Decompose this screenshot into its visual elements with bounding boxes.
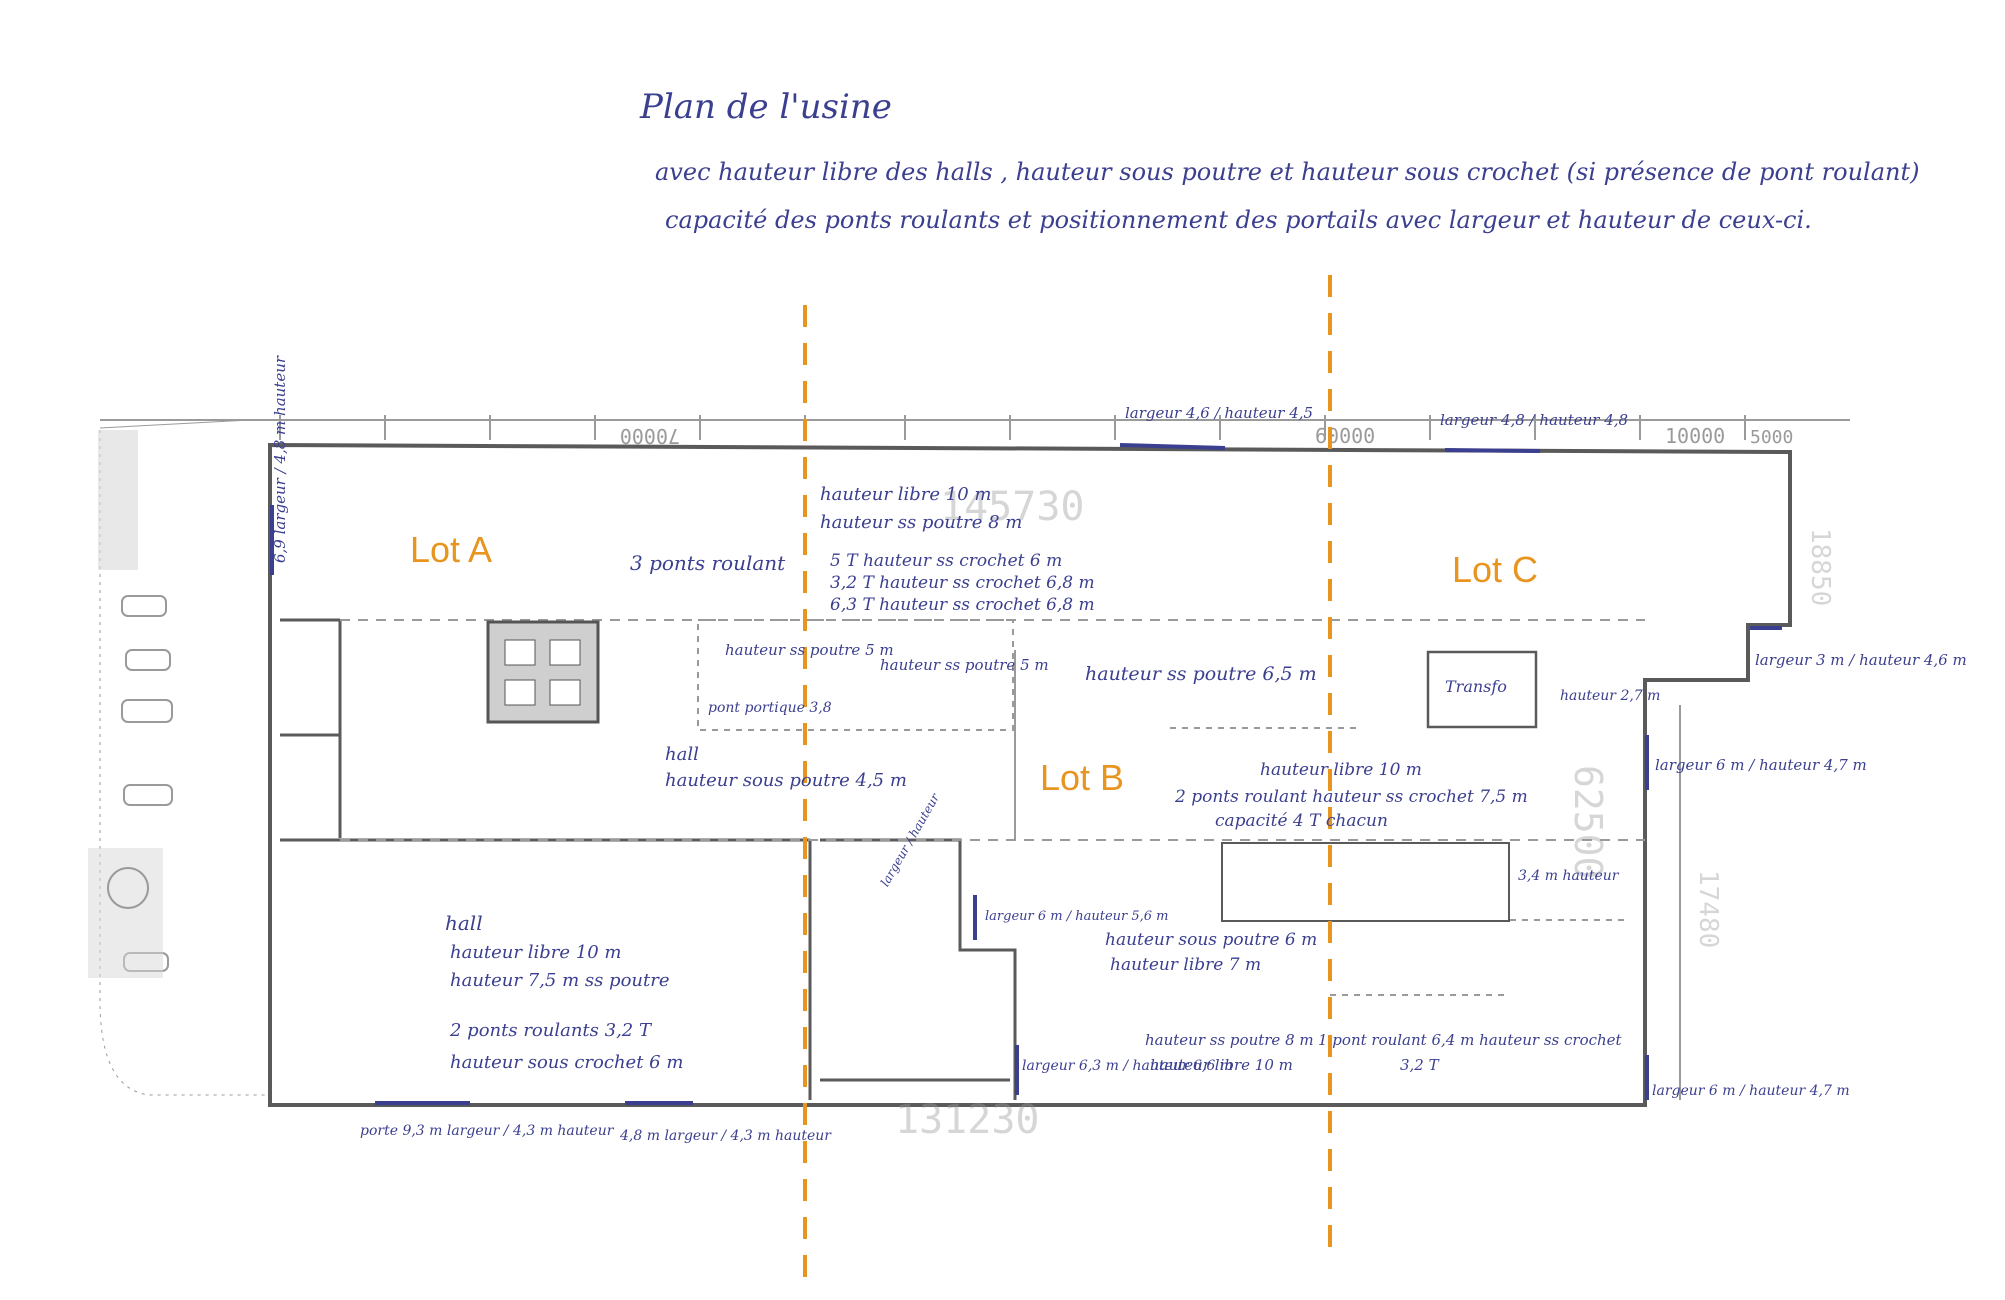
note-hall-low-2: hauteur libre 10 m	[450, 942, 621, 963]
note-hall-a-1: hall	[665, 744, 699, 765]
tree-strip	[98, 430, 138, 570]
note-gate-right-low: largeur 6 m / hauteur 4,7 m	[1652, 1083, 1850, 1099]
dimension-70000: 70000	[620, 424, 680, 448]
note-hall-low-4: 2 ponts roulants 3,2 T	[449, 1020, 653, 1041]
note-hall-a-2: hauteur sous poutre 4,5 m	[665, 770, 907, 791]
note-hall-low-1: hall	[445, 911, 483, 935]
lot-b-label: Lot B	[1040, 757, 1124, 798]
note-gate-top-2: largeur 4,8 / hauteur 4,8	[1440, 411, 1628, 429]
dimension-145730: 145730	[940, 484, 1085, 530]
car-icon	[121, 595, 167, 617]
dimension-131230: 131230	[895, 1097, 1040, 1143]
note-crane-1: 5 T hauteur ss crochet 6 m	[830, 551, 1062, 571]
note-gate-6m-center: largeur 6 m / hauteur 5,6 m	[985, 909, 1169, 924]
note-hall-low-3: hauteur 7,5 m ss poutre	[450, 970, 670, 991]
note-c-libre: hauteur libre 10 m	[1260, 760, 1422, 780]
inner-structures	[697, 619, 1630, 996]
dimension-5000: 5000	[1750, 427, 1793, 448]
note-b-sous-poutre-6: hauteur sous poutre 6 m	[1105, 930, 1317, 950]
note-b-libre-7: hauteur libre 7 m	[1110, 955, 1261, 975]
note-b-libre-10: hauteur libre 10 m	[1150, 1056, 1293, 1074]
note-sous-poutre-65: hauteur ss poutre 6,5 m	[1085, 663, 1317, 685]
office-block	[486, 620, 600, 724]
note-pont-portique: pont portique 3,8	[708, 700, 832, 716]
note-sous-poutre-5: hauteur ss poutre 5 m	[725, 641, 894, 659]
note-transfo: Transfo	[1445, 677, 1507, 696]
dimension-10000: 10000	[1665, 424, 1725, 448]
note-crane-2: 3,2 T hauteur ss crochet 6,8 m	[830, 573, 1095, 593]
note-b-pont: 1 pont roulant 6,4 m hauteur ss crochet	[1318, 1031, 1623, 1049]
note-gate-63: largeur 6,3 m / hauteur 6,6 m	[1022, 1058, 1233, 1074]
note-h34: 3,4 m hauteur	[1518, 868, 1620, 884]
note-porte-1: porte 9,3 m largeur / 4,3 m hauteur	[360, 1123, 615, 1139]
note-b-sous-poutre-8: hauteur ss poutre 8 m	[1145, 1031, 1314, 1049]
car-icon	[123, 784, 173, 806]
note-center-libre: hauteur libre 10 m	[820, 484, 991, 505]
note-gate-left: 6,9 largeur / 4,8 m hauteur	[271, 355, 289, 563]
note-3-ponts: 3 ponts roulant	[630, 551, 786, 575]
roundabout	[107, 867, 149, 909]
note-gate-top-1: largeur 4,6 / hauteur 4,5	[1125, 404, 1313, 422]
plan-title: Plan de l'usine	[639, 87, 892, 127]
handwritten-annotations: largeur 4,6 / hauteur 4,5 largeur 4,8 / …	[271, 355, 1967, 1144]
note-c-ponts: 2 ponts roulant hauteur ss crochet 7,5 m	[1174, 787, 1528, 807]
note-hauteur-27: hauteur 2,7 m	[1560, 688, 1660, 704]
lot-c-label: Lot C	[1452, 549, 1538, 590]
note-c-capacite: capacité 4 T chacun	[1215, 811, 1388, 831]
plan-subtitle-2: capacité des ponts roulants et positionn…	[665, 206, 1812, 234]
building-outline	[268, 442, 1792, 1107]
plan-subtitle-1: avec hauteur libre des halls , hauteur s…	[655, 158, 1920, 186]
note-largeur-6m-a: largeur 6 m / hauteur 4,7 m	[1655, 756, 1867, 774]
note-sous-poutre-5b: hauteur ss poutre 5 m	[880, 656, 1049, 674]
note-crane-3: 6,3 T hauteur ss crochet 6,8 m	[830, 595, 1095, 615]
dimension-18850: 18850	[1805, 528, 1835, 606]
note-porte-2: 4,8 m largeur / 4,3 m hauteur	[619, 1128, 832, 1144]
note-b-pont-cap: 3,2 T	[1400, 1056, 1440, 1074]
note-largeur-3m: largeur 3 m / hauteur 4,6 m	[1755, 651, 1967, 669]
dimension-60000: 60000	[1315, 424, 1375, 448]
dimension-62500: 62500	[1566, 765, 1610, 879]
parking-area	[88, 419, 270, 1096]
dimension-17480: 17480	[1693, 870, 1723, 948]
note-hall-low-5: hauteur sous crochet 6 m	[450, 1052, 683, 1073]
note-center-poutre: hauteur ss poutre 8 m	[820, 512, 1022, 533]
gate-markers	[270, 443, 1782, 1105]
lot-a-label: Lot A	[410, 529, 492, 570]
car-icon	[125, 649, 171, 671]
garden-block	[88, 848, 163, 978]
car-icon	[121, 699, 173, 723]
